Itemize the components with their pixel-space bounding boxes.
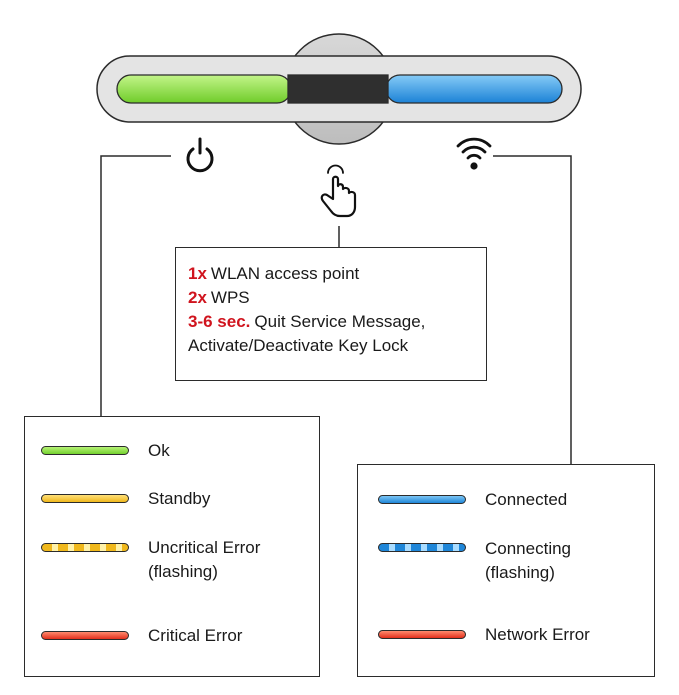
legend-bar-critical-error [41,631,129,640]
instruction-text-3: Quit Service Message, [254,312,426,331]
connector-lines [100,155,572,464]
hand-press-icon [320,164,357,218]
instruction-key-3: 3-6 sec. [188,312,251,331]
legend-label-uncritical-error: Uncritical Error [148,538,261,557]
instruction-text-2: WPS [210,288,250,307]
instruction-key-2: 2x [188,288,207,307]
instruction-text-4: Activate/Deactivate Key Lock [188,336,409,355]
wifi-dot [470,162,478,170]
legend-bar-connecting [378,543,466,552]
led-blue-segment [385,74,563,104]
network-status-legend: Connected Connecting (flashing) Network … [357,464,655,677]
led-center-segment [287,74,389,104]
instruction-line-3: 3-6 sec.Quit Service Message, [188,310,486,334]
legend-sublabel-connecting: (flashing) [485,563,555,582]
legend-label-standby: Standby [148,489,211,508]
instruction-key-1: 1x [188,264,207,283]
legend-label-network-error: Network Error [485,625,590,644]
instruction-text-1: WLAN access point [210,264,360,283]
legend-label-connected: Connected [485,490,568,509]
legend-bar-standby [41,494,129,503]
power-icon [186,137,214,173]
led-green-segment [116,74,292,104]
legend-label-ok: Ok [148,441,170,460]
legend-label-connecting: Connecting [485,539,572,558]
legend-bar-uncritical-error [41,543,129,552]
legend-label-critical-error: Critical Error [148,626,243,645]
legend-bar-connected [378,495,466,504]
legend-bar-ok [41,446,129,455]
legend-sublabel-uncritical-error: (flashing) [148,562,218,581]
wifi-icon [456,137,492,160]
legend-bar-network-error [378,630,466,639]
instruction-line-4: Activate/Deactivate Key Lock [188,334,486,358]
power-status-legend: Ok Standby Uncritical Error (flashing) C… [24,416,320,677]
